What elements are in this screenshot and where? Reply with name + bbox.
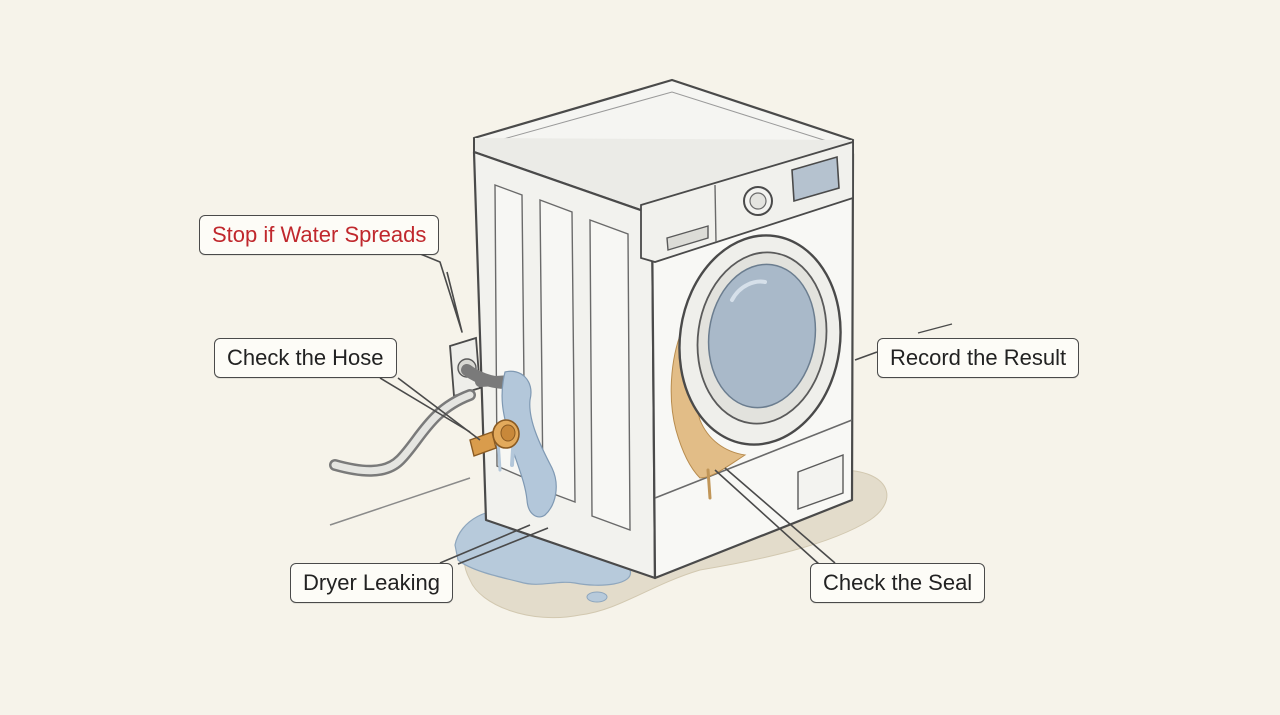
leader-hose — [379, 377, 471, 433]
callout-record-the-result: Record the Result — [877, 338, 1080, 378]
callout-stop-if-water-spreads: Stop if Water Spreads — [199, 215, 440, 255]
display-screen — [791, 155, 840, 203]
leader-hose-2 — [397, 377, 481, 441]
filter-hatch — [797, 453, 844, 510]
leader-seal-2 — [724, 467, 836, 564]
leader-dryer — [439, 524, 531, 564]
water-droplet — [586, 591, 608, 603]
callout-check-the-hose: Check the Hose — [214, 338, 397, 378]
leader-dryer-2 — [457, 527, 549, 565]
door-glass — [707, 263, 817, 409]
leader-record — [854, 351, 878, 361]
floor-line — [329, 477, 471, 526]
side-panel-slot-2 — [539, 198, 576, 504]
detergent-drawer — [666, 225, 709, 251]
callout-dryer-leaking: Dryer Leaking — [290, 563, 453, 603]
side-panel-slot-3 — [589, 218, 631, 532]
callout-check-the-seal: Check the Seal — [810, 563, 986, 603]
leader-seal — [714, 469, 821, 566]
leader-record-2 — [917, 323, 953, 334]
leader-stop — [417, 252, 463, 333]
